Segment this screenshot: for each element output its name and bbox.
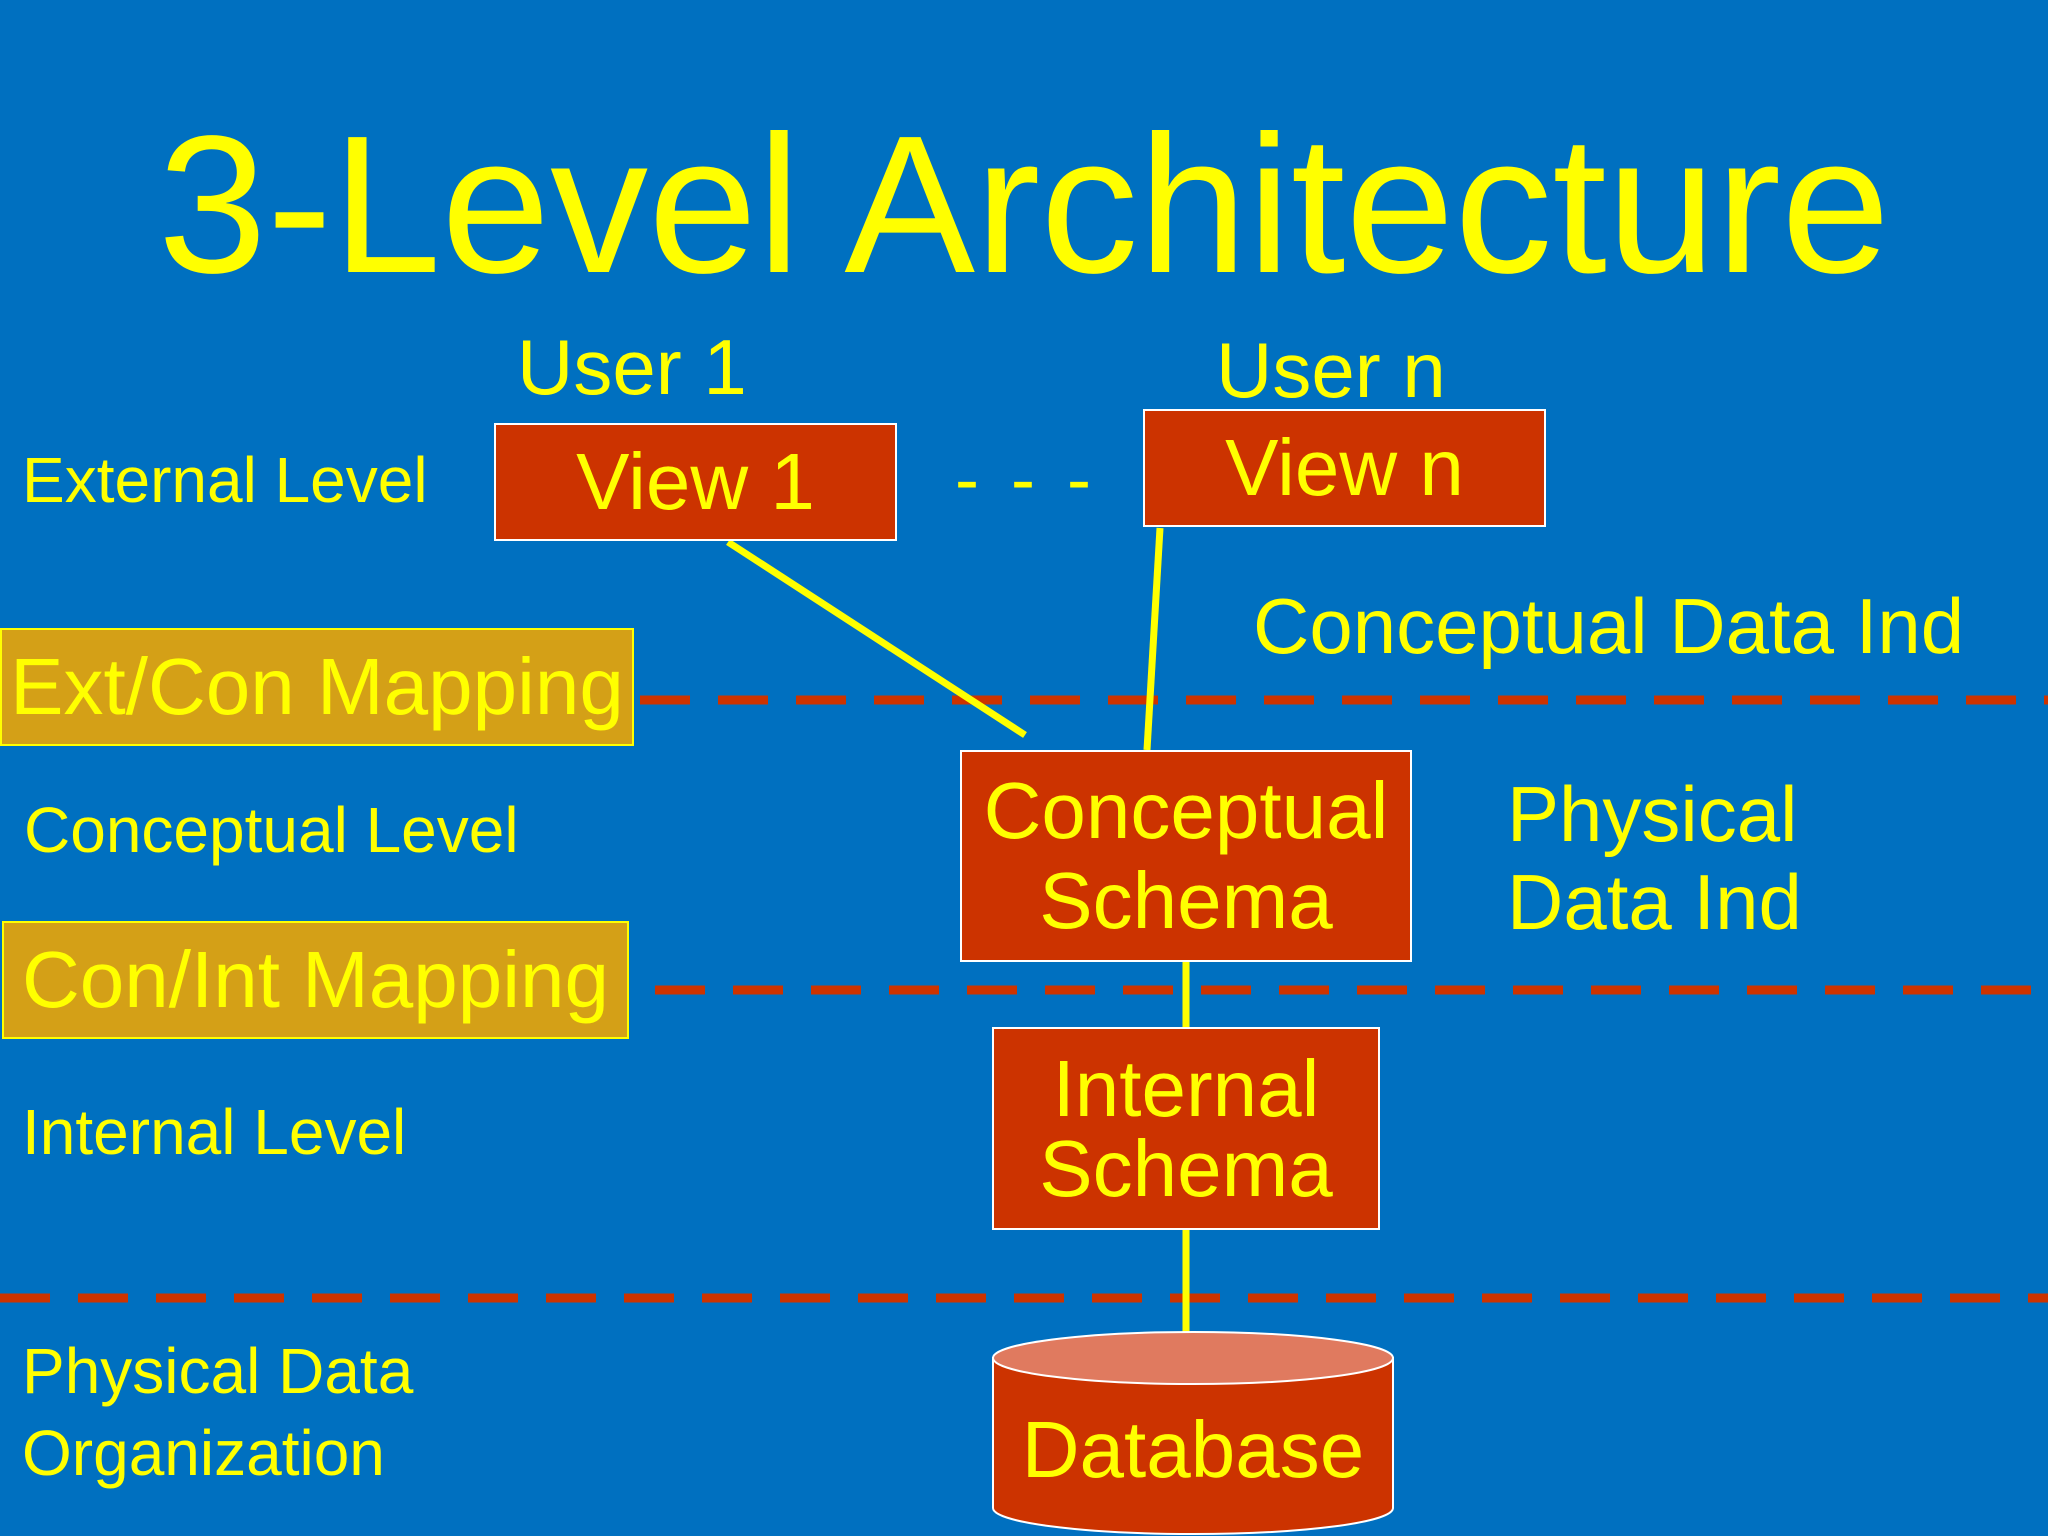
page-title: 3-Level Architecture [157, 95, 1891, 314]
physical-data-independence-line1: Physical [1507, 770, 1798, 858]
conceptual-schema-line1: Conceptual [983, 766, 1389, 855]
physical-data-independence-label: Physical Data Ind [1507, 770, 1802, 946]
external-level-label: External Level [22, 444, 428, 516]
con-int-mapping-box: Con/Int Mapping [2, 921, 629, 1039]
ext-con-mapping-box: Ext/Con Mapping [0, 628, 634, 746]
views-ellipsis: - - - [955, 440, 1097, 520]
user-1-label: User 1 [517, 323, 747, 411]
conceptual-schema-line2: Schema [1039, 856, 1333, 945]
physical-data-organization-line1: Physical Data [22, 1335, 414, 1407]
database-label: Database [1021, 1405, 1365, 1494]
view-1-box: View 1 [494, 423, 897, 541]
viewn-connector [1143, 527, 1164, 751]
internal-schema-line2: Schema [1039, 1123, 1333, 1213]
internal-level-label: Internal Level [22, 1096, 407, 1168]
internal-schema-box: Internal Schema [992, 1027, 1380, 1230]
internal-schema-line1: Internal [1052, 1043, 1320, 1133]
conceptual-data-independence-label: Conceptual Data Ind [1253, 582, 1965, 670]
physical-data-organization-line2: Organization [22, 1417, 385, 1489]
conceptual-level-label: Conceptual Level [24, 794, 519, 866]
conceptual-schema-box: Conceptual Schema [960, 750, 1412, 962]
user-n-label: User n [1216, 326, 1446, 414]
database-cylinder [992, 1331, 1394, 1535]
view1-connector [726, 539, 1027, 738]
physical-data-independence-line2: Data Ind [1507, 858, 1802, 946]
view-n-box: View n [1143, 409, 1546, 527]
physical-data-organization-label: Physical Data Organization [22, 1330, 413, 1494]
